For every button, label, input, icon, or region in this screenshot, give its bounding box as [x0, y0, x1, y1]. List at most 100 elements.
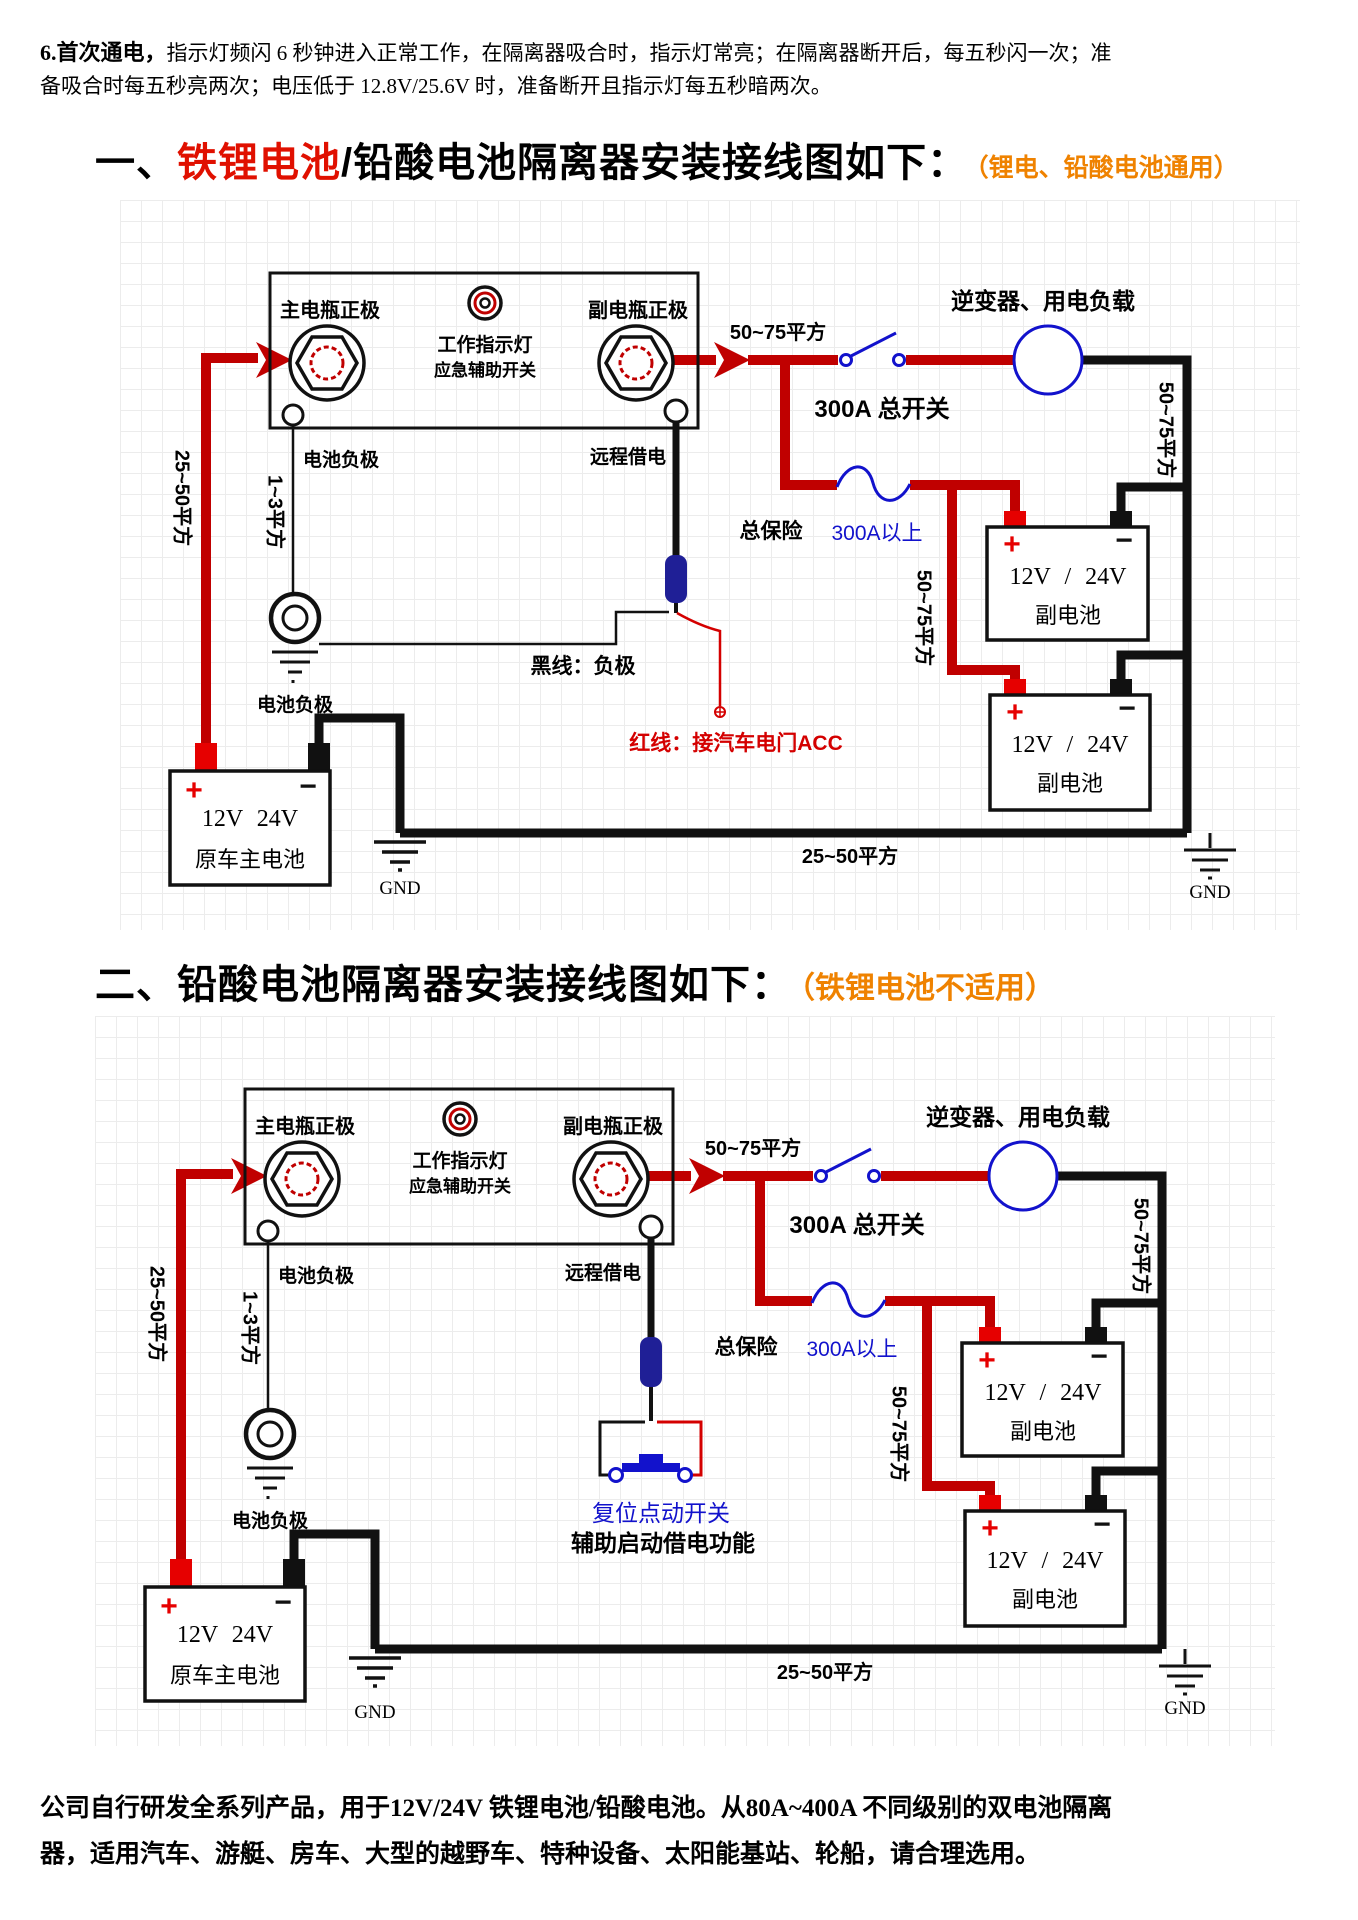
section2-note: （铁锂电池不适用） — [800, 972, 1055, 1005]
aux-battery2-voltage: 12V / 24V — [1011, 732, 1129, 758]
inverter-load-circle — [1012, 324, 1084, 396]
aux-battery1-plus: + — [1003, 528, 1021, 561]
aux-battery2-plus: + — [981, 1512, 999, 1545]
label-battery-negative: 电池负极 — [277, 1266, 355, 1287]
aux-battery2-box — [988, 693, 1152, 812]
main-battery-voltage: 12V 24V — [176, 1622, 274, 1648]
label-main-positive: 主电瓶正极 — [280, 300, 380, 322]
inverter-load-circle — [987, 1140, 1059, 1212]
indicator-light-icon — [467, 285, 503, 321]
battery-terminal-stubs — [170, 1327, 1107, 1589]
thin-negative-wire-assembly — [243, 1241, 297, 1499]
label-indicator-light: 工作指示灯 — [412, 1151, 508, 1172]
aux-battery2-name: 副电池 — [1036, 771, 1104, 796]
aux-battery2-voltage: 12V / 24V — [986, 1548, 1104, 1574]
aux-battery1-voltage: 12V / 24V — [984, 1380, 1102, 1406]
main-switch-symbol — [814, 1147, 881, 1183]
diagram1-lithium-lead-acid-wiring: 主电瓶正极 工作指示灯 应急辅助开关 副电瓶正极 电池负极 远程借电 50~75… — [120, 200, 1300, 930]
diagram2-lead-acid-wiring: 主电瓶正极 工作指示灯 应急辅助开关 副电瓶正极 电池负极 远程借电 50~75… — [95, 1016, 1275, 1746]
main-battery-name: 原车主电池 — [169, 1663, 281, 1688]
label-emergency-switch: 应急辅助开关 — [434, 361, 536, 380]
section1-heading: 一、铁锂电池/铅酸电池隔离器安装接线图如下：（锂电、铅酸电池通用） — [95, 130, 1239, 188]
label-ground-negative: 电池负极 — [256, 695, 334, 716]
main-battery-name: 原车主电池 — [194, 847, 306, 872]
label-aux-positive: 副电瓶正极 — [588, 300, 688, 322]
negative-terminal-post — [256, 1219, 280, 1243]
main-positive-terminal — [263, 1140, 341, 1218]
first-power-on-note: 6.首次通电，指示灯频闪 6 秒钟进入正常工作，在隔离器吸合时，指示灯常亮；在隔… — [40, 36, 1130, 103]
aux-battery1-plus: + — [978, 1344, 996, 1377]
label-right-gauge: 50~75平方 — [1154, 381, 1177, 479]
main-switch-symbol — [839, 331, 906, 367]
remote-sense-wire — [665, 422, 687, 613]
main-battery-box — [143, 1585, 307, 1703]
label-right-gauge: 50~75平方 — [1129, 1197, 1152, 1295]
label-gnd-left: GND — [379, 878, 421, 899]
main-battery-minus: − — [274, 1586, 292, 1619]
aux-positive-terminal — [572, 1140, 650, 1218]
label-remote-power: 远程借电 — [564, 1263, 642, 1284]
label-battery-negative: 电池负极 — [302, 450, 380, 471]
label-left-gauge: 25~50平方 — [170, 449, 193, 547]
label-main-positive: 主电瓶正极 — [255, 1116, 355, 1138]
label-emergency-switch: 应急辅助开关 — [409, 1177, 511, 1196]
label-red-wire-note: 红线：接汽车电门ACC — [629, 732, 843, 755]
aux-battery1-name: 副电池 — [1034, 603, 1102, 628]
red-arrowheads — [231, 1158, 725, 1194]
label-thin-gauge: 1~3平方 — [263, 475, 286, 549]
momentary-switch-symbol — [598, 1420, 703, 1483]
main-battery-voltage: 12V 24V — [201, 806, 299, 832]
first-power-on-label: 6.首次通电， — [40, 40, 167, 65]
label-main-switch: 300A 总开关 — [789, 1212, 925, 1239]
label-mid-gauge: 50~75平方 — [912, 569, 935, 667]
label-fuse: 总保险 — [739, 520, 803, 543]
aux-battery2-minus: − — [1118, 692, 1136, 725]
aux-battery2-plus: + — [1006, 696, 1024, 729]
main-fuse-symbol — [810, 1281, 887, 1318]
section1-number: 一、 — [95, 141, 177, 185]
section2-title: 铅酸电池隔离器安装接线图如下： — [177, 963, 792, 1007]
label-gnd-right: GND — [1189, 882, 1231, 903]
aux-battery1-minus: − — [1115, 524, 1133, 557]
label-bottom-gauge: 25~50平方 — [776, 1662, 874, 1684]
acc-red-wire — [676, 611, 726, 718]
diagram1-wiring-svg — [168, 271, 1236, 887]
aux-battery1-minus: − — [1090, 1340, 1108, 1373]
label-indicator-light: 工作指示灯 — [437, 335, 533, 356]
label-inverter-load: 逆变器、用电负载 — [951, 288, 1135, 314]
red-power-wires — [176, 1169, 995, 1561]
aux-battery2-name: 副电池 — [1011, 1587, 1079, 1612]
aux-battery2-box — [963, 1509, 1127, 1628]
remote-terminal-post — [638, 1214, 664, 1240]
label-left-gauge: 25~50平方 — [145, 1265, 168, 1363]
diagram2-wiring-svg — [143, 1087, 1211, 1703]
label-ground-negative: 电池负极 — [231, 1511, 309, 1532]
main-battery-box — [168, 769, 332, 887]
aux-battery1-box — [985, 525, 1150, 642]
aux-battery1-name: 副电池 — [1009, 1419, 1077, 1444]
label-top-gauge: 50~75平方 — [729, 322, 827, 344]
black-ground-wires — [289, 1171, 1167, 1654]
isolator-box — [243, 1087, 675, 1246]
main-fuse-symbol — [835, 465, 912, 502]
red-arrowheads — [256, 342, 750, 378]
section1-note: （锂电、铅酸电池通用） — [976, 154, 1239, 182]
label-aux-positive: 副电瓶正极 — [563, 1116, 663, 1138]
isolator-box — [268, 271, 700, 430]
remote-terminal-post — [663, 398, 689, 424]
aux-battery1-box — [960, 1341, 1125, 1458]
aux-battery1-voltage: 12V / 24V — [1009, 564, 1127, 590]
ground-symbols — [349, 1649, 1211, 1696]
red-power-wires — [201, 353, 1020, 745]
main-battery-plus: + — [185, 774, 203, 807]
section2-heading: 二、铅酸电池隔离器安装接线图如下：（铁锂电池不适用） — [95, 952, 1055, 1010]
label-gnd-right: GND — [1164, 1698, 1206, 1719]
ground-symbols — [374, 833, 1236, 880]
remote-sense-wire — [640, 1238, 662, 1421]
first-power-on-text: 指示灯频闪 6 秒钟进入正常工作，在隔离器吸合时，指示灯常亮；在隔离器断开后，每… — [40, 41, 1112, 99]
main-positive-terminal — [288, 324, 366, 402]
section1-highlight: 铁锂电池 — [177, 141, 341, 185]
product-summary-text: 公司自行研发全系列产品，用于12V/24V 铁锂电池/铅酸电池。从80A~400… — [40, 1795, 1113, 1869]
aux-battery2-minus: − — [1093, 1508, 1111, 1541]
